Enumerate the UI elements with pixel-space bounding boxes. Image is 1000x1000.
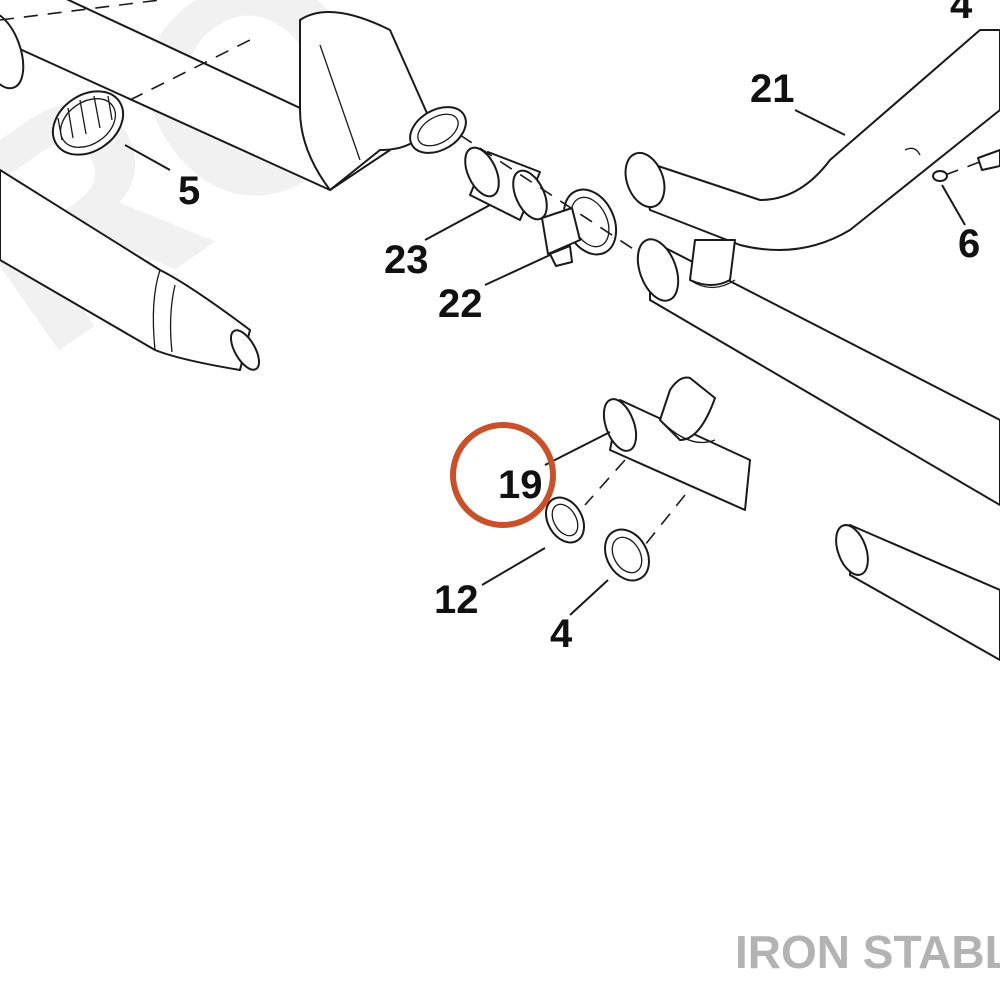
clamp-ring-5 [51,90,125,156]
callout-4-bottom: 4 [550,612,573,656]
callout-19: 19 [498,463,543,507]
clamp-ring-partial [0,10,25,90]
callout-6: 6 [958,222,980,266]
leader-lines [124,109,966,616]
callout-21: 21 [750,67,795,111]
clamp-ring-12 [545,496,585,544]
highlight-circle [450,422,556,528]
watermark-text: IRON STABLE [735,926,1000,978]
crossover-tee-19 [602,376,751,511]
callout-23: 23 [384,238,429,282]
assembly-lines [0,0,986,546]
band-clamp-22 [541,188,618,267]
callout-4-top: 4 [950,0,973,27]
clamp-ring-4 [604,528,650,582]
coupler-sleeve-23 [464,146,548,221]
crossover-pipe [636,238,1000,506]
head-pipe-21 [624,29,1000,251]
upper-muffler [0,0,467,191]
callout-12: 12 [434,578,479,622]
sensor-washer-6 [932,149,1000,182]
lower-muffler [0,169,260,371]
lower-right-pipe [835,524,1000,661]
callout-5: 5 [178,169,200,213]
callout-22: 22 [438,282,483,326]
